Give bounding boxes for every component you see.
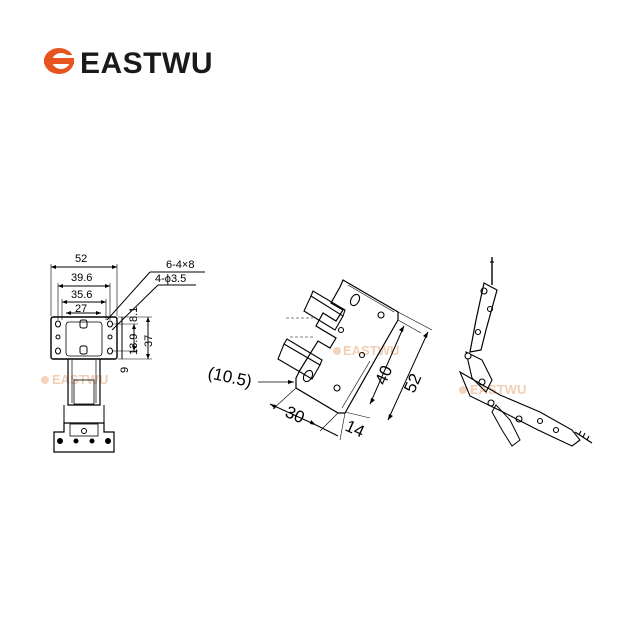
dim-9-height: 9 [119, 367, 131, 373]
dim-37-height: 37 [143, 335, 155, 347]
plate-view-arrowheads [270, 326, 428, 425]
front-view [50, 264, 205, 453]
dim-52-width: 52 [75, 253, 87, 265]
dim-8-1-height: 8.1 [128, 307, 140, 322]
dim-13-9-height: 13.9 [128, 334, 140, 355]
dim-39-6-width: 39.6 [71, 272, 92, 284]
front-view-arrowheads [51, 265, 150, 359]
plate-view [258, 279, 433, 441]
side-view [458, 257, 593, 447]
dim-35-6-width: 35.6 [71, 289, 92, 301]
dim-hole-callout: 4-ϕ3.5 [155, 273, 186, 285]
dim-slot-callout: 6-4×8 [166, 259, 194, 271]
dim-40-height: 40 [371, 363, 396, 388]
dim-14-length: 14 [342, 416, 367, 441]
dim-27-width: 27 [75, 303, 87, 315]
dim-10-5-offset: (10.5) [206, 363, 253, 391]
watermark: EASTWU [343, 343, 399, 358]
brand-logo: EASTWU [44, 47, 213, 80]
dim-30-length: 30 [282, 402, 307, 427]
logo-mark-icon [44, 48, 76, 74]
brand-name: EASTWU [80, 47, 213, 80]
dim-52-height: 52 [400, 371, 425, 396]
